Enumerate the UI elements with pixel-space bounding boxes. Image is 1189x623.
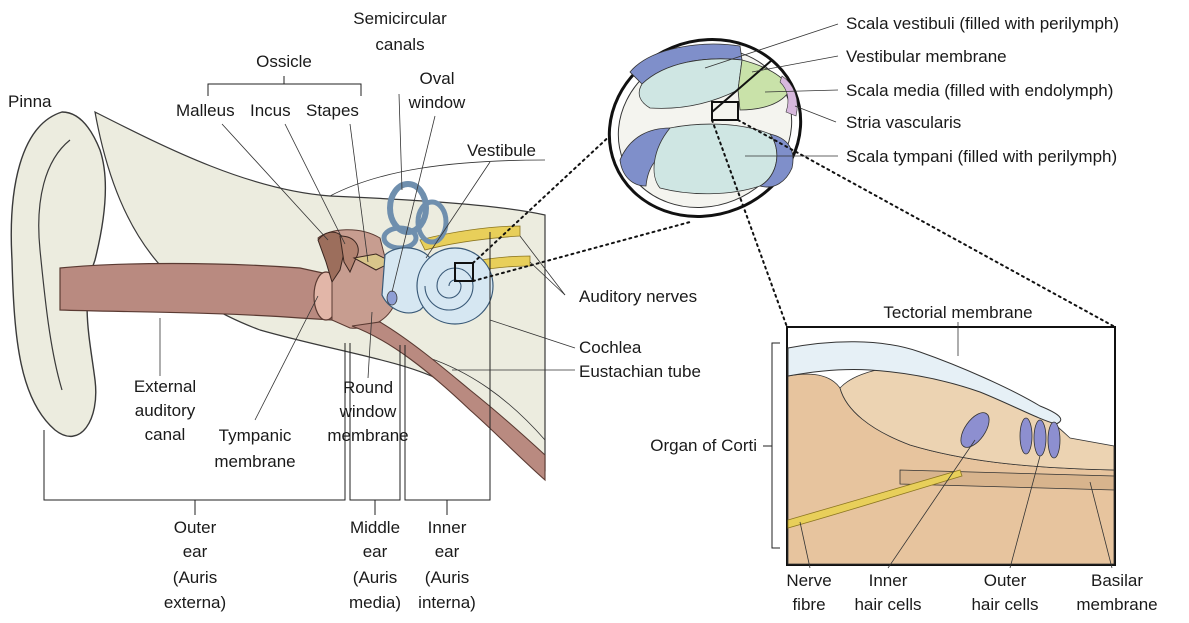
label-tympanic-line2: membrane [214, 452, 295, 471]
label-external-line3: canal [145, 425, 186, 444]
ossicle-bracket [208, 84, 361, 96]
label-oval-window-line1: Oval [420, 69, 455, 88]
label-basilar-line1: Basilar [1091, 571, 1143, 590]
label-round-window-line1: Round [343, 378, 393, 397]
label-inner-ear-line4: interna) [418, 593, 476, 612]
label-middle-ear-line4: media) [349, 593, 401, 612]
cochlea-shape [417, 248, 493, 324]
label-external-line2: auditory [135, 401, 196, 420]
label-vestibular-membrane: Vestibular membrane [846, 47, 1007, 66]
outer-hair-cell-2 [1034, 420, 1046, 456]
label-outer-ear-line2: ear [183, 542, 208, 561]
label-scala-vestibuli: Scala vestibuli (filled with perilymph) [846, 14, 1119, 33]
label-nerve-fibre-line1: Nerve [786, 571, 831, 590]
label-incus: Incus [250, 101, 291, 120]
label-stapes: Stapes [306, 101, 359, 120]
label-auditory-nerves: Auditory nerves [579, 287, 697, 306]
label-inner-hair-cells-line1: Inner [869, 571, 908, 590]
label-scala-tympani: Scala tympani (filled with perilymph) [846, 147, 1117, 166]
label-outer-ear-line1: Outer [174, 518, 217, 537]
label-tympanic-line1: Tympanic [219, 426, 292, 445]
label-middle-ear-line2: ear [363, 542, 388, 561]
label-external-line1: External [134, 377, 196, 396]
label-inner-ear-line3: (Auris [425, 568, 469, 587]
scala-tympani-fluid [654, 124, 777, 194]
label-cochlea: Cochlea [579, 338, 642, 357]
oval-window-shape [387, 291, 397, 305]
label-vestibule: Vestibule [467, 141, 536, 160]
label-pinna: Pinna [8, 92, 52, 111]
label-middle-ear-line1: Middle [350, 518, 400, 537]
skin-contour [330, 160, 545, 196]
corti-bracket [772, 343, 780, 548]
label-basilar-line2: membrane [1076, 595, 1157, 614]
label-organ-of-corti: Organ of Corti [650, 436, 757, 455]
label-tectorial-membrane: Tectorial membrane [883, 303, 1032, 322]
label-oval-window-line2: window [408, 93, 466, 112]
label-outer-ear-line4: externa) [164, 593, 226, 612]
leader-semicircular [399, 94, 402, 190]
external-canal-shape [60, 264, 332, 321]
middle-ear-bracket [350, 343, 400, 500]
label-inner-ear-line2: ear [435, 542, 460, 561]
label-inner-ear-line1: Inner [428, 518, 467, 537]
label-middle-ear-line3: (Auris [353, 568, 397, 587]
label-outer-hair-cells-line1: Outer [984, 571, 1027, 590]
label-malleus: Malleus [176, 101, 235, 120]
label-scala-media: Scala media (filled with endolymph) [846, 81, 1113, 100]
label-semicircular-line2: canals [375, 35, 424, 54]
label-outer-hair-cells-line2: hair cells [971, 595, 1038, 614]
label-outer-ear-line3: (Auris [173, 568, 217, 587]
label-round-window-line2: window [339, 402, 397, 421]
outer-hair-cell-1 [1020, 418, 1032, 454]
label-stria-vascularis: Stria vascularis [846, 113, 961, 132]
label-inner-hair-cells-line2: hair cells [854, 595, 921, 614]
label-round-window-line3: membrane [327, 426, 408, 445]
label-semicircular-line1: Semicircular [353, 9, 447, 28]
label-ossicle: Ossicle [256, 52, 312, 71]
label-eustachian-tube: Eustachian tube [579, 362, 701, 381]
outer-hair-cell-3 [1048, 422, 1060, 458]
label-nerve-fibre-line2: fibre [792, 595, 825, 614]
organ-of-corti-section [763, 322, 1115, 568]
